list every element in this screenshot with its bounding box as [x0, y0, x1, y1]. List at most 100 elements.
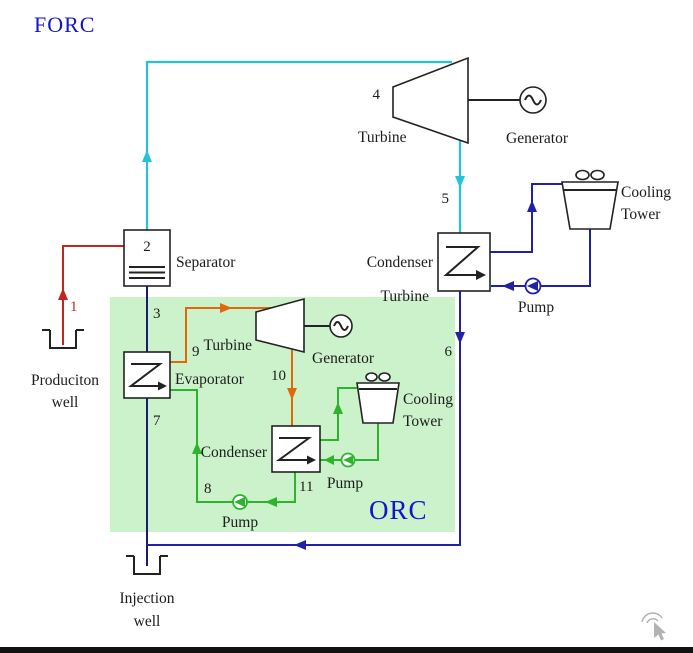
main-generator-symbol	[519, 86, 547, 114]
stream-1-label: 1	[70, 299, 78, 315]
main-condenser-shell	[437, 232, 491, 292]
stream-6-arrow-down	[455, 332, 465, 344]
main-condenser-coil-icon	[443, 246, 481, 276]
injection-well-casing	[126, 555, 168, 575]
main-condenser-symbol	[437, 232, 491, 292]
stream-2-label: 2	[143, 239, 151, 255]
orc-cooling-tower-fan-right-icon	[378, 372, 391, 382]
orc-pump-impeller	[234, 497, 245, 507]
stream-5-label: 5	[442, 191, 450, 207]
orc-turbine-symbol	[255, 297, 330, 354]
watermark-wave-inner	[646, 618, 659, 624]
main-cooling-tower-label-line1: Cooling	[621, 184, 671, 201]
production-well-label-line1: Produciton	[31, 372, 99, 389]
stream-10-arrow-down	[287, 388, 297, 400]
geothermal-brine-lines	[58, 245, 148, 566]
orc-condenser-coil-arrow	[307, 455, 316, 465]
stream-8-arrow-up	[192, 442, 202, 454]
stream-10-label: 10	[271, 368, 286, 384]
production-well-symbol	[42, 329, 84, 349]
orc-generator-sine-icon	[333, 321, 349, 331]
orc-cooling-return-line	[320, 423, 379, 461]
orc-cooling-arrow-up	[333, 402, 343, 414]
stream-7-label: 7	[153, 413, 161, 429]
separator-label: Separator	[176, 254, 236, 271]
stream-5-arrow-down	[455, 176, 465, 188]
orc-turbine-casing	[255, 297, 305, 354]
orc-cooling-pump-label: Pump	[327, 475, 363, 492]
orc-pump-label: Pump	[222, 514, 258, 531]
main-cooling-water-loop	[490, 183, 591, 295]
stream-11-label: 11	[299, 479, 313, 495]
stream-1-line	[62, 245, 124, 345]
stream-6-line	[147, 291, 461, 546]
orc-cooling-tower-shell	[356, 382, 400, 424]
stream-6-arrow-left	[294, 540, 306, 550]
production-well-label-line2: well	[52, 394, 79, 411]
evaporator-coil-icon	[128, 363, 163, 387]
separator-symbol	[123, 229, 171, 287]
orc-condenser-shell	[271, 425, 321, 473]
evaporator-coil-arrow	[158, 381, 167, 391]
separator-vessel	[123, 229, 171, 287]
orc-cooling-pump-impeller	[343, 455, 353, 465]
stream-8-label: 8	[204, 481, 212, 497]
stream-9-arrow-right	[220, 303, 232, 313]
orc-cooling-tower-label-line2: Tower	[403, 413, 443, 430]
orc-vapor-lines	[170, 303, 297, 426]
watermark-wave-outer	[641, 612, 663, 623]
stream-9-label: 9	[192, 344, 200, 360]
evaporator-symbol	[123, 351, 171, 399]
cooling-return-line	[491, 229, 591, 287]
stream-6-label: 6	[445, 344, 453, 360]
injection-well-symbol	[126, 555, 168, 575]
evaporator-label: Evaporator	[175, 371, 245, 388]
stream-8-11-line	[170, 389, 296, 503]
page-title: FORC	[34, 12, 95, 37]
orc-cooling-tower-label-line1: Cooling	[403, 391, 453, 408]
main-cooling-tower-fan-left-icon	[575, 169, 590, 181]
orc-generator-label: Generator	[312, 350, 375, 367]
orc-cooling-tower-fan-left-icon	[365, 372, 378, 382]
main-cooling-tower-fan-right-icon	[590, 169, 605, 181]
main-pump-label: Pump	[518, 299, 554, 316]
separator-liquid-level	[129, 266, 165, 279]
stream-4-arrow-up	[142, 150, 152, 162]
main-generator-label: Generator	[506, 130, 569, 147]
cooling-arrow-left	[502, 281, 514, 291]
orc-generator-symbol	[329, 314, 353, 338]
stream-11-arrow-left	[265, 497, 277, 507]
orc-condenser-label: Condenser	[201, 444, 268, 461]
stream-4-label: 4	[373, 87, 381, 103]
main-pump-impeller	[527, 281, 538, 291]
main-turbine-label: Turbine	[358, 129, 407, 146]
turbine-secondary-label: Turbine	[380, 288, 429, 305]
stream-3-label: 3	[153, 306, 161, 322]
main-generator-sine-icon	[524, 94, 542, 106]
main-turbine-casing	[392, 56, 469, 145]
orc-condenser-symbol	[271, 425, 321, 473]
orc-condenser-coil-icon	[275, 437, 313, 461]
main-turbine-symbol	[392, 56, 520, 145]
orc-cooling-tower-symbol	[356, 372, 400, 424]
production-well-casing	[42, 329, 84, 349]
stream-1-arrow-up	[58, 288, 68, 300]
orc-liquid-lines	[170, 387, 379, 510]
main-cooling-tower-label-line2: Tower	[621, 206, 661, 223]
main-cooling-tower-symbol	[561, 169, 619, 230]
injection-well-label-line2: well	[134, 613, 161, 630]
main-cooling-tower-shell	[561, 181, 619, 230]
watermark-gesture-icon	[641, 612, 666, 641]
steam-loop-lines	[142, 60, 465, 233]
stream-4-line	[145, 60, 452, 230]
main-condenser-label: Condenser	[367, 254, 434, 271]
orc-region-title: ORC	[369, 495, 428, 525]
orc-turbine-label: Turbine	[203, 337, 252, 354]
cooling-arrow-up	[527, 200, 537, 212]
bottom-border-bar	[0, 647, 693, 653]
main-condenser-coil-arrow	[476, 270, 486, 280]
cooling-supply-line	[490, 183, 562, 253]
injection-well-label-line1: Injection	[119, 590, 174, 607]
